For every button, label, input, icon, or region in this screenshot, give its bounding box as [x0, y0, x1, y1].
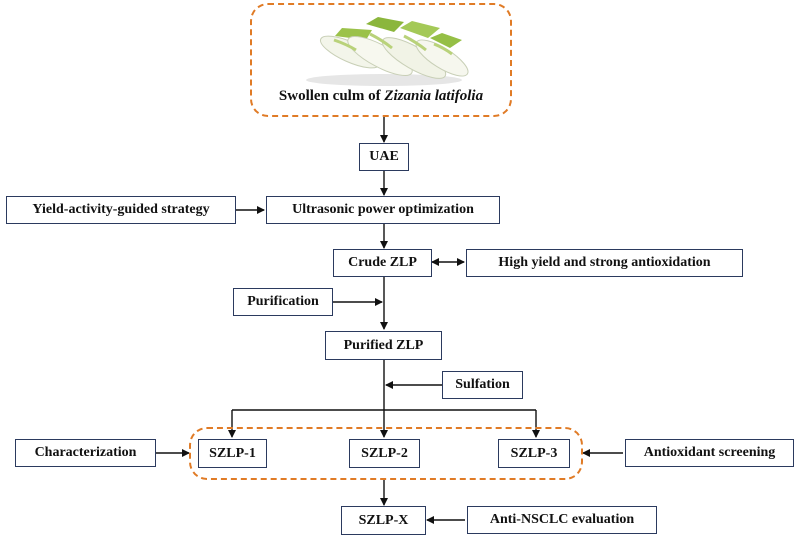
node-szlp-3: SZLP-3 [498, 439, 570, 468]
node-sulfation: Sulfation [442, 371, 523, 399]
caption-species: Zizania latifolia [384, 88, 484, 104]
zizania-culm-illustration [306, 17, 469, 86]
node-power-optimization: Ultrasonic power optimization [266, 196, 500, 224]
node-antioxidant-screening: Antioxidant screening [625, 439, 794, 467]
node-szlp-1: SZLP-1 [198, 439, 267, 468]
node-uae: UAE [359, 143, 409, 171]
node-szlp-x: SZLP-X [341, 506, 426, 535]
fraction-dashed-group [189, 427, 583, 480]
node-szlp-2: SZLP-2 [349, 439, 420, 468]
node-crude-zlp: Crude ZLP [333, 249, 432, 277]
node-purification: Purification [233, 288, 333, 316]
source-dashed-frame [250, 3, 512, 117]
node-characterization: Characterization [15, 439, 156, 467]
source-caption: Swollen culm of Zizania latifolia [250, 88, 512, 105]
node-strategy: Yield-activity-guided strategy [6, 196, 236, 224]
node-anti-nsclc: Anti-NSCLC evaluation [467, 506, 657, 534]
caption-prefix: Swollen culm of [278, 88, 385, 104]
node-purified-zlp: Purified ZLP [325, 331, 442, 360]
node-high-yield: High yield and strong antioxidation [466, 249, 743, 277]
